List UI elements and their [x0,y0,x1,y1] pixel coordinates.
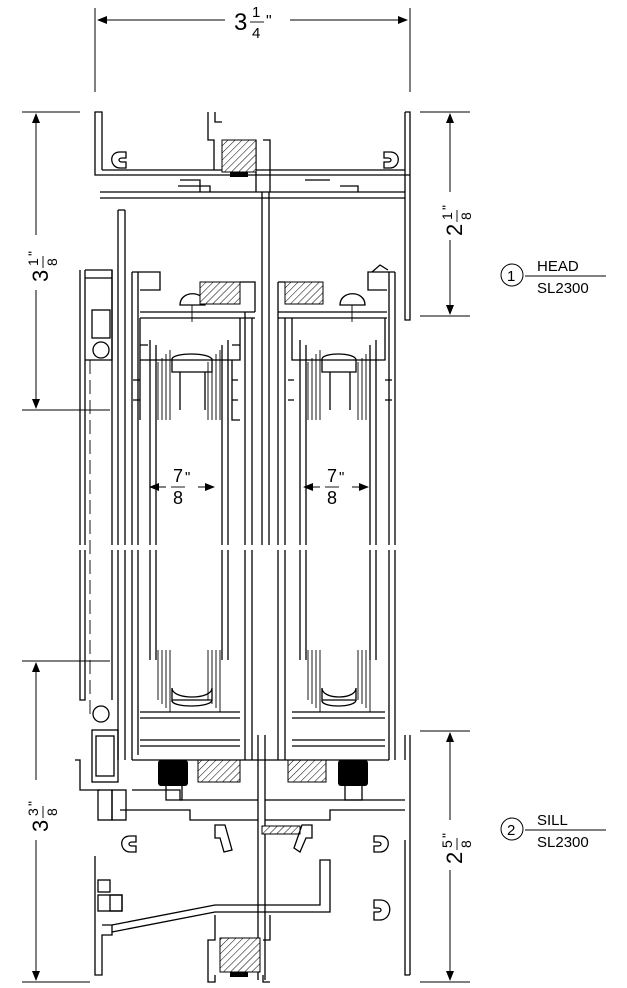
callout-sill-title: SILL [537,812,568,829]
lower-left-unit: " [25,801,41,806]
glass-right-den: 8 [327,488,337,508]
overall-width-unit: " [266,13,272,30]
callout-head-ref: SL2300 [537,280,589,297]
head-frame [94,111,411,545]
sill-height-whole: 2 [442,852,467,864]
glass-right-num: 7 [327,466,337,486]
upper-left-unit: " [25,251,41,256]
dimension-upper-left: 3 1 8 " [22,111,110,411]
overall-width-num: 1 [252,4,260,21]
head-height-den: 8 [458,212,474,220]
upper-left-whole: 3 [28,270,53,282]
sill-height-num: 5 [439,840,455,848]
right-panel-sill [277,550,411,975]
callout-head: 1 HEAD SL2300 [500,258,606,297]
dimension-glass-left: 7 8 " [149,466,215,508]
head-height-whole: 2 [442,224,467,236]
overall-width-whole: 3 [234,9,247,36]
dimension-lower-left: 3 3 8 " [22,660,110,983]
dimension-glass-right: 7 8 " [303,466,369,508]
left-panel-head [131,271,256,545]
glass-right-unit: " [339,469,344,486]
lower-left-den: 8 [44,808,60,816]
left-panel-sill [75,550,253,821]
dimension-overall-width: 3 1 4 " [94,4,411,92]
callout-sill-number: 2 [507,822,515,839]
glass-left-den: 8 [173,488,183,508]
callout-head-number: 1 [507,268,515,285]
sill-height-den: 8 [458,840,474,848]
lower-left-whole: 3 [28,820,53,832]
callout-sill: 2 SILL SL2300 [500,812,606,851]
glass-left-unit: " [185,469,190,486]
callout-sill-ref: SL2300 [537,834,589,851]
head-height-unit: " [439,205,455,210]
upper-left-den: 8 [44,258,60,266]
dimension-head-height: 2 1 8 " [420,111,474,317]
overall-width-den: 4 [252,25,260,42]
lower-left-num: 3 [25,808,41,816]
callout-head-title: HEAD [537,258,579,275]
upper-left-num: 1 [25,258,41,266]
dimension-sill-height: 2 5 8 " [420,730,474,983]
head-height-num: 1 [439,212,455,220]
jamb-left [79,209,126,720]
sill-height-unit: " [439,833,455,838]
sill-frame [94,735,410,983]
right-panel-head [277,264,396,545]
glass-left-num: 7 [173,466,183,486]
